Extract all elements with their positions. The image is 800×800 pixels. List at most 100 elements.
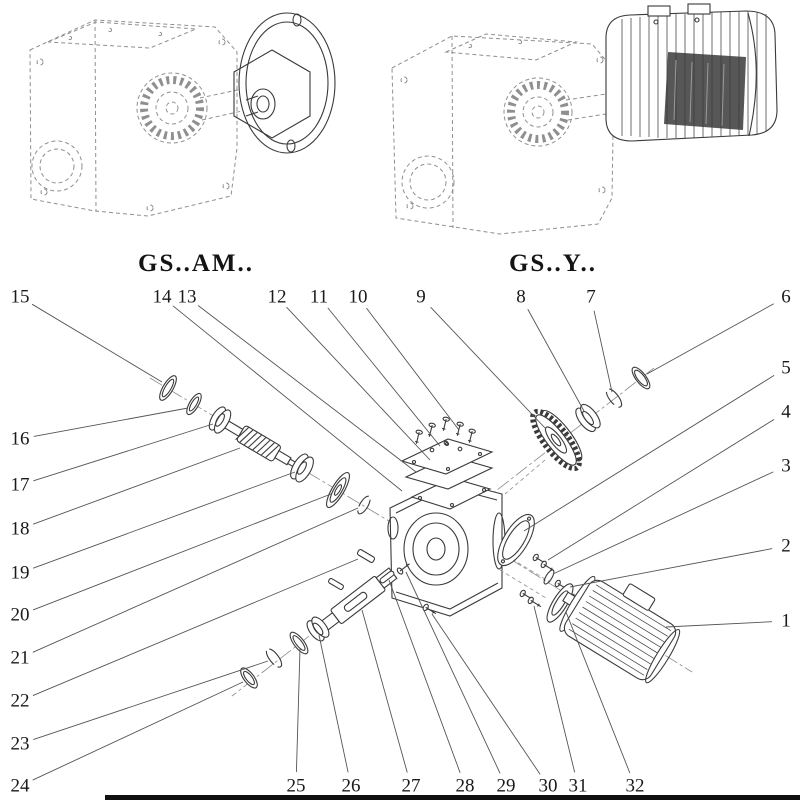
part-number-4: 4: [781, 402, 791, 423]
circlip-part-7: [605, 388, 623, 408]
bolt-part-31b: [526, 595, 544, 611]
leader-line-3: [552, 471, 774, 575]
leader-line-20: [32, 493, 332, 611]
motor-shading: [664, 52, 746, 130]
part-number-30: 30: [539, 776, 558, 797]
part-number-11: 11: [310, 287, 328, 308]
part-number-18: 18: [11, 519, 30, 540]
part-number-2: 2: [781, 536, 791, 557]
pin-part-22: [356, 549, 376, 563]
top-cover-parts: [400, 415, 494, 490]
disc-part-20: [326, 471, 350, 509]
part-number-27: 27: [402, 776, 421, 797]
gs-am-unit-drawing: [29, 12, 336, 217]
leader-line-29: [405, 571, 501, 774]
part-number-6: 6: [781, 287, 791, 308]
leader-line-9: [430, 306, 547, 430]
leader-line-30: [431, 613, 541, 775]
part-number-21: 21: [11, 648, 30, 669]
leader-line-8: [527, 309, 585, 412]
leader-line-10: [366, 307, 460, 431]
gs-y-housing-outline: [391, 33, 615, 235]
part-number-28: 28: [456, 776, 475, 797]
input-shaft-parts: [159, 375, 376, 591]
leader-line-12: [286, 306, 431, 461]
part-number-25: 25: [287, 776, 306, 797]
leader-line-27: [361, 609, 408, 773]
gs-am-wormwheel-drawing: [31, 72, 243, 192]
exploded-view: [149, 366, 693, 697]
ring-part-6: [631, 366, 651, 390]
motor-side-parts: [421, 459, 681, 684]
leader-line-24: [32, 681, 244, 781]
oil-seal-part-15: [159, 375, 177, 401]
leader-line-17: [33, 423, 214, 482]
gs-y-motor-drawing: [605, 3, 778, 142]
worm-shaft-part-18: [224, 420, 297, 468]
leader-line-13: [197, 305, 417, 473]
leader-line-2: [569, 548, 773, 588]
leader-line-1: [665, 621, 773, 628]
part-number-5: 5: [781, 358, 791, 379]
leader-line-11: [327, 307, 441, 447]
part-number-22: 22: [11, 691, 30, 712]
leader-line-16: [33, 407, 189, 437]
part-number-26: 26: [342, 776, 361, 797]
circlip-part-21: [357, 495, 371, 515]
leader-line-22: [32, 558, 359, 696]
part-number-14: 14: [153, 287, 173, 308]
part-number-15: 15: [11, 287, 30, 308]
part-number-24: 24: [11, 776, 31, 797]
part-number-17: 17: [11, 475, 30, 496]
leader-line-14: [172, 305, 403, 492]
ring-part-16: [186, 392, 202, 416]
leader-line-15: [31, 303, 163, 383]
part-number-8: 8: [516, 287, 526, 308]
part-number-32: 32: [626, 776, 645, 797]
part-number-3: 3: [781, 456, 791, 477]
gear-housing: [387, 477, 506, 617]
bearing-part-8: [575, 403, 601, 433]
part-number-7: 7: [586, 287, 596, 308]
leader-line-23: [33, 660, 269, 740]
motor-part-1: [559, 575, 681, 684]
leader-line-26: [318, 634, 349, 773]
gs-am-output-flange-drawing: [233, 12, 336, 154]
part-number-9: 9: [416, 287, 426, 308]
leader-line-31: [533, 605, 576, 773]
leader-line-28: [388, 579, 461, 774]
gs-y-unit-drawing: [391, 3, 778, 235]
part-number-1: 1: [781, 611, 791, 632]
leader-line-5: [523, 375, 775, 532]
part-number-12: 12: [268, 287, 287, 308]
bearing-part-19: [290, 453, 314, 483]
part-number-10: 10: [349, 287, 368, 308]
leader-line-7: [593, 310, 613, 393]
gs-am-housing-outline: [29, 19, 238, 217]
key-part-28: [379, 570, 395, 584]
part-number-20: 20: [11, 605, 30, 626]
ring-part-3: [543, 569, 555, 585]
output-shaft-parts: [240, 366, 651, 689]
pin-part-22b: [328, 577, 344, 591]
washer-part-24: [240, 667, 258, 689]
cover-plate-part-12: [400, 438, 494, 475]
bearing-part-26: [306, 616, 330, 642]
leader-line-6: [646, 303, 774, 375]
part-number-13: 13: [178, 287, 197, 308]
leader-line-25: [295, 648, 301, 773]
leader-line-19: [32, 471, 296, 569]
part-number-31: 31: [569, 776, 588, 797]
washers-part-11: [429, 440, 463, 453]
product-label-gs-am: GS..AM..: [138, 250, 254, 277]
motor-flange-part-32: [546, 583, 574, 623]
leader-line-18: [32, 447, 241, 525]
part-number-19: 19: [11, 563, 30, 584]
leader-line-32: [565, 611, 631, 774]
part-number-23: 23: [11, 734, 30, 755]
part-number-16: 16: [11, 429, 30, 450]
circlip-part-23: [265, 648, 283, 668]
